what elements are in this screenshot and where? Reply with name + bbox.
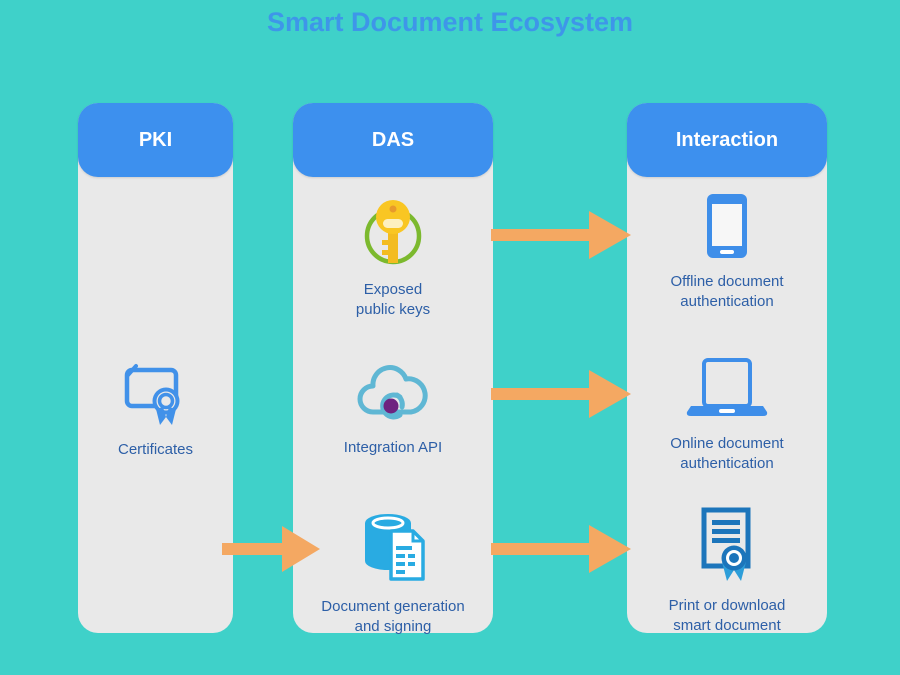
item-exposed-public-keys: Exposed public keys <box>293 196 493 321</box>
column-header-das: DAS <box>293 103 493 177</box>
item-online-authentication: Online document authentication <box>627 356 827 475</box>
item-offline-authentication: Offline document authentication <box>627 192 827 313</box>
smartphone-icon <box>699 192 755 265</box>
cloud-api-icon <box>351 360 435 431</box>
column-interaction: Interaction Offline document authenticat… <box>627 103 827 634</box>
das-keys-to-offline-auth-arrow <box>491 207 631 268</box>
column-das: DAS Exposed public keys <box>293 103 493 635</box>
item-label-document-generation: Document generation and signing <box>321 598 465 636</box>
item-label-online-authentication: Online document authentication <box>670 435 784 473</box>
item-label-offline-authentication: Offline document authentication <box>670 273 784 311</box>
item-integration-api: Integration API <box>293 360 493 458</box>
column-header-pki-label: PKI <box>138 128 173 151</box>
column-header-interaction-label: Interaction <box>675 128 779 151</box>
item-label-certificates: Certificates <box>117 441 194 458</box>
page-title: Smart Document Ecosystem <box>266 7 634 37</box>
laptop-icon <box>681 356 773 427</box>
column-header-interaction: Interaction <box>627 103 827 177</box>
column-pki: PKI Certificates <box>78 103 233 633</box>
certificate-ribbon-icon <box>695 506 759 589</box>
database-document-icon <box>355 505 431 590</box>
column-header-pki: PKI <box>78 103 233 177</box>
item-print-download: Print or download smart document <box>627 506 827 637</box>
item-certificates: Certificates <box>78 362 233 460</box>
column-header-das-label: DAS <box>371 128 415 151</box>
das-api-to-online-auth-arrow <box>491 366 631 427</box>
item-label-print-download: Print or download smart document <box>668 597 786 635</box>
key-icon <box>359 196 427 273</box>
pki-to-das-arrow <box>222 523 320 580</box>
item-label-exposed-public-keys: Exposed public keys <box>355 281 431 319</box>
item-label-integration-api: Integration API <box>343 439 443 456</box>
item-document-generation: Document generation and signing <box>293 505 493 638</box>
certificate-icon <box>123 362 189 433</box>
das-docgen-to-print-arrow <box>491 521 631 582</box>
